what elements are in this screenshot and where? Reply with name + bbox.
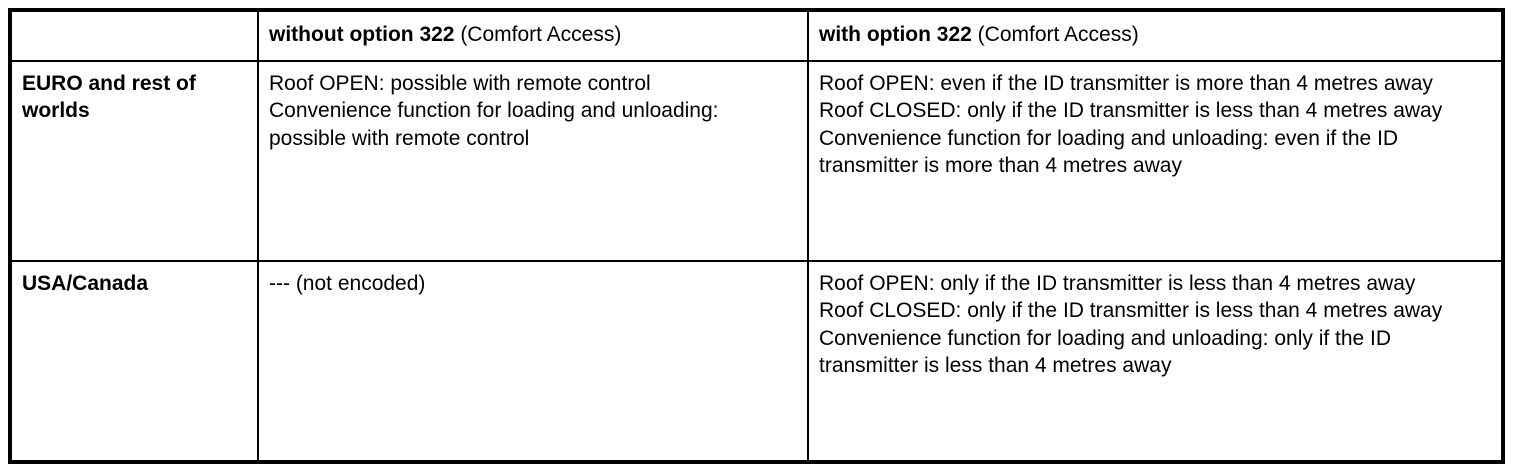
cell-usa-canada-without-option-322: --- (not encoded) xyxy=(257,260,809,463)
cell-line: Roof CLOSED: only if the ID transmitter … xyxy=(819,99,1443,123)
header-cell-without-option-322: without option 322 (Comfort Access) xyxy=(257,9,809,62)
cell-euro-with-option-322: Roof OPEN: even if the ID transmitter is… xyxy=(807,60,1504,262)
cell-line: --- (not encoded) xyxy=(269,272,426,295)
header-without-option-322-rest: (Comfort Access) xyxy=(454,23,622,46)
cell-line: Roof OPEN: possible with remote control xyxy=(269,72,651,95)
header-with-option-322-strong: with option 322 xyxy=(819,23,972,46)
row-label-usa-canada: USA/Canada xyxy=(9,260,259,463)
cell-euro-without-option-322: Roof OPEN: possible with remote control … xyxy=(257,60,809,262)
table-row: USA/Canada --- (not encoded) Roof OPEN: … xyxy=(9,260,1504,463)
cell-line: Convenience function for loading and unl… xyxy=(819,126,1399,177)
table-header-row: without option 322 (Comfort Access) with… xyxy=(9,9,1504,62)
cell-line: Roof OPEN: only if the ID transmitter is… xyxy=(819,272,1416,295)
cell-line: Roof CLOSED: only if the ID transmitter … xyxy=(819,299,1443,323)
cell-line: Convenience function for loading and unl… xyxy=(269,99,719,150)
cell-line: Convenience function for loading and unl… xyxy=(819,326,1392,377)
header-cell-with-option-322: with option 322 (Comfort Access) xyxy=(807,9,1504,62)
cell-usa-canada-with-option-322: Roof OPEN: only if the ID transmitter is… xyxy=(807,260,1504,463)
header-without-option-322-strong: without option 322 xyxy=(269,23,455,46)
header-cell-market xyxy=(9,9,259,62)
cell-line: Roof OPEN: even if the ID transmitter is… xyxy=(819,72,1433,95)
table-row: EURO and rest of worlds Roof OPEN: possi… xyxy=(9,60,1504,262)
header-with-option-322-rest: (Comfort Access) xyxy=(971,23,1139,46)
row-label-euro-and-rest-of-worlds: EURO and rest of worlds xyxy=(9,60,259,262)
comfort-access-compatibility-table: without option 322 (Comfort Access) with… xyxy=(8,8,1505,464)
